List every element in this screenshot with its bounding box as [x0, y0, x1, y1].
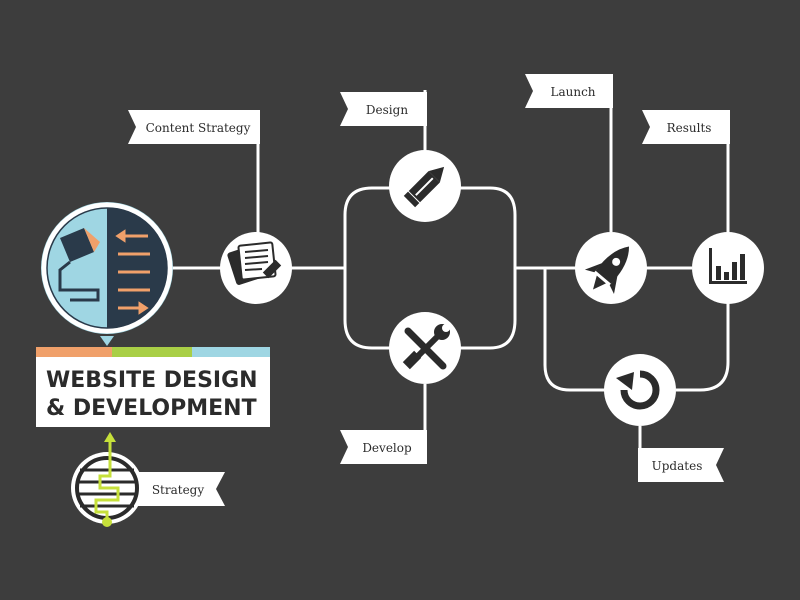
strategy-node — [71, 432, 150, 527]
label-design: Design — [366, 103, 408, 117]
flag-launch: Launch — [525, 74, 613, 108]
illustration-circle — [41, 202, 173, 346]
connector-lines — [170, 186, 730, 392]
label-develop: Develop — [362, 441, 412, 455]
text-lines-icon — [115, 229, 150, 315]
flag-develop: Develop — [340, 430, 427, 464]
node-launch — [575, 232, 647, 304]
flag-design: Design — [340, 92, 427, 126]
node-content-strategy — [220, 232, 292, 304]
label-strategy: Strategy — [152, 483, 205, 497]
maze-icon — [75, 432, 139, 527]
flag-content-strategy: Content Strategy — [128, 110, 260, 144]
pencil-icon — [58, 228, 100, 302]
flag-updates: Updates — [638, 448, 724, 482]
node-updates — [604, 354, 676, 426]
label-launch: Launch — [550, 85, 595, 99]
bar-chart-icon — [709, 248, 747, 284]
pencil-icon — [403, 166, 445, 208]
flag-strategy: Strategy — [138, 472, 225, 506]
flag-results: Results — [642, 110, 730, 144]
label-updates: Updates — [652, 459, 703, 473]
label-content-strategy: Content Strategy — [146, 121, 251, 135]
node-results — [692, 232, 764, 304]
title-box: WEBSITE DESIGN & DEVELOPMENT — [36, 357, 270, 427]
title-line-2: & DEVELOPMENT — [46, 396, 257, 421]
title-line-1: WEBSITE DESIGN — [46, 368, 258, 393]
node-design — [389, 150, 461, 222]
document-icon — [227, 241, 282, 285]
tools-icon — [402, 324, 450, 370]
refresh-icon — [616, 370, 660, 410]
label-results: Results — [667, 121, 712, 135]
rocket-icon — [584, 246, 629, 295]
node-develop — [389, 312, 461, 384]
color-stripe — [36, 347, 270, 357]
